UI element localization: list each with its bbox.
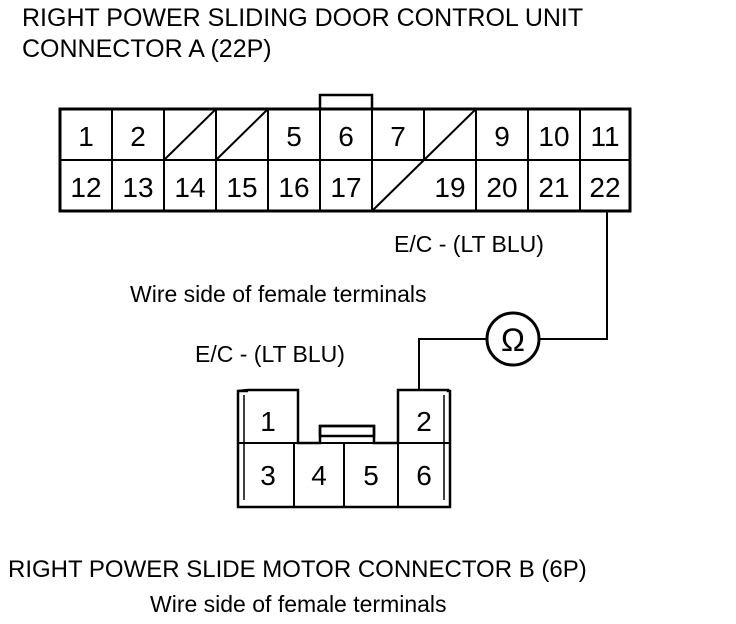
pin-b6: 6 (416, 460, 432, 491)
connector-a (58, 93, 632, 213)
pin-b4: 4 (311, 460, 327, 491)
pin-a9: 9 (494, 121, 510, 152)
connector-a-title-line1: RIGHT POWER SLIDING DOOR CONTROL UNIT (22, 4, 583, 32)
connector-a-bottom-pins: 12 13 14 15 16 17 19 20 21 22 (70, 172, 620, 203)
empty-cavity-a8 (423, 108, 477, 161)
pin-a2: 2 (130, 121, 146, 152)
pin-a10: 10 (538, 121, 569, 152)
pin-a15: 15 (226, 172, 257, 203)
connector-b-lock-tab (318, 424, 376, 438)
pin-a11: 11 (590, 121, 619, 152)
ohm-symbol: Ω (501, 322, 525, 358)
probe-lead-a22 (540, 211, 608, 340)
pin-a12: 12 (70, 172, 101, 203)
connector-a-side-note: Wire side of female terminals (130, 281, 427, 307)
pin-a17: 17 (330, 172, 361, 203)
pin-a13: 13 (122, 172, 153, 203)
empty-cavity-a4 (215, 108, 269, 161)
connector-a-lock-tab (318, 93, 374, 111)
ohmmeter-icon: Ω (485, 311, 541, 367)
empty-cavity-a18 (371, 159, 425, 212)
pin-a20: 20 (486, 172, 517, 203)
pin-a7: 7 (390, 121, 406, 152)
connector-b (236, 388, 452, 509)
connector-a-title-line2: CONNECTOR A (22P) (22, 35, 272, 63)
pin-b5: 5 (363, 460, 379, 491)
pin-b1: 1 (260, 406, 276, 437)
pin-a19: 19 (434, 172, 465, 203)
connector-b-wire-label: E/C - (LT BLU) (195, 341, 345, 367)
pin-a1: 1 (78, 121, 94, 152)
pin-a14: 14 (174, 172, 205, 203)
pin-b2: 2 (416, 406, 432, 437)
connector-b-title: RIGHT POWER SLIDE MOTOR CONNECTOR B (6P) (8, 556, 587, 583)
connector-b-side-note: Wire side of female terminals (150, 591, 447, 617)
test-wiring (418, 211, 608, 390)
pin-a6: 6 (338, 121, 354, 152)
empty-cavity-a3 (163, 108, 217, 161)
pin-a16: 16 (278, 172, 309, 203)
connector-a-wire-label: E/C - (LT BLU) (394, 231, 544, 257)
pin-a21: 21 (538, 172, 569, 203)
pin-b3: 3 (260, 460, 276, 491)
connector-a-top-pins: 1 2 5 6 7 9 10 11 (78, 121, 619, 152)
pin-a5: 5 (286, 121, 302, 152)
pin-a22: 22 (589, 172, 620, 203)
connector-b-pins: 1 2 3 4 5 6 (260, 406, 432, 491)
probe-lead-b2 (418, 338, 486, 390)
